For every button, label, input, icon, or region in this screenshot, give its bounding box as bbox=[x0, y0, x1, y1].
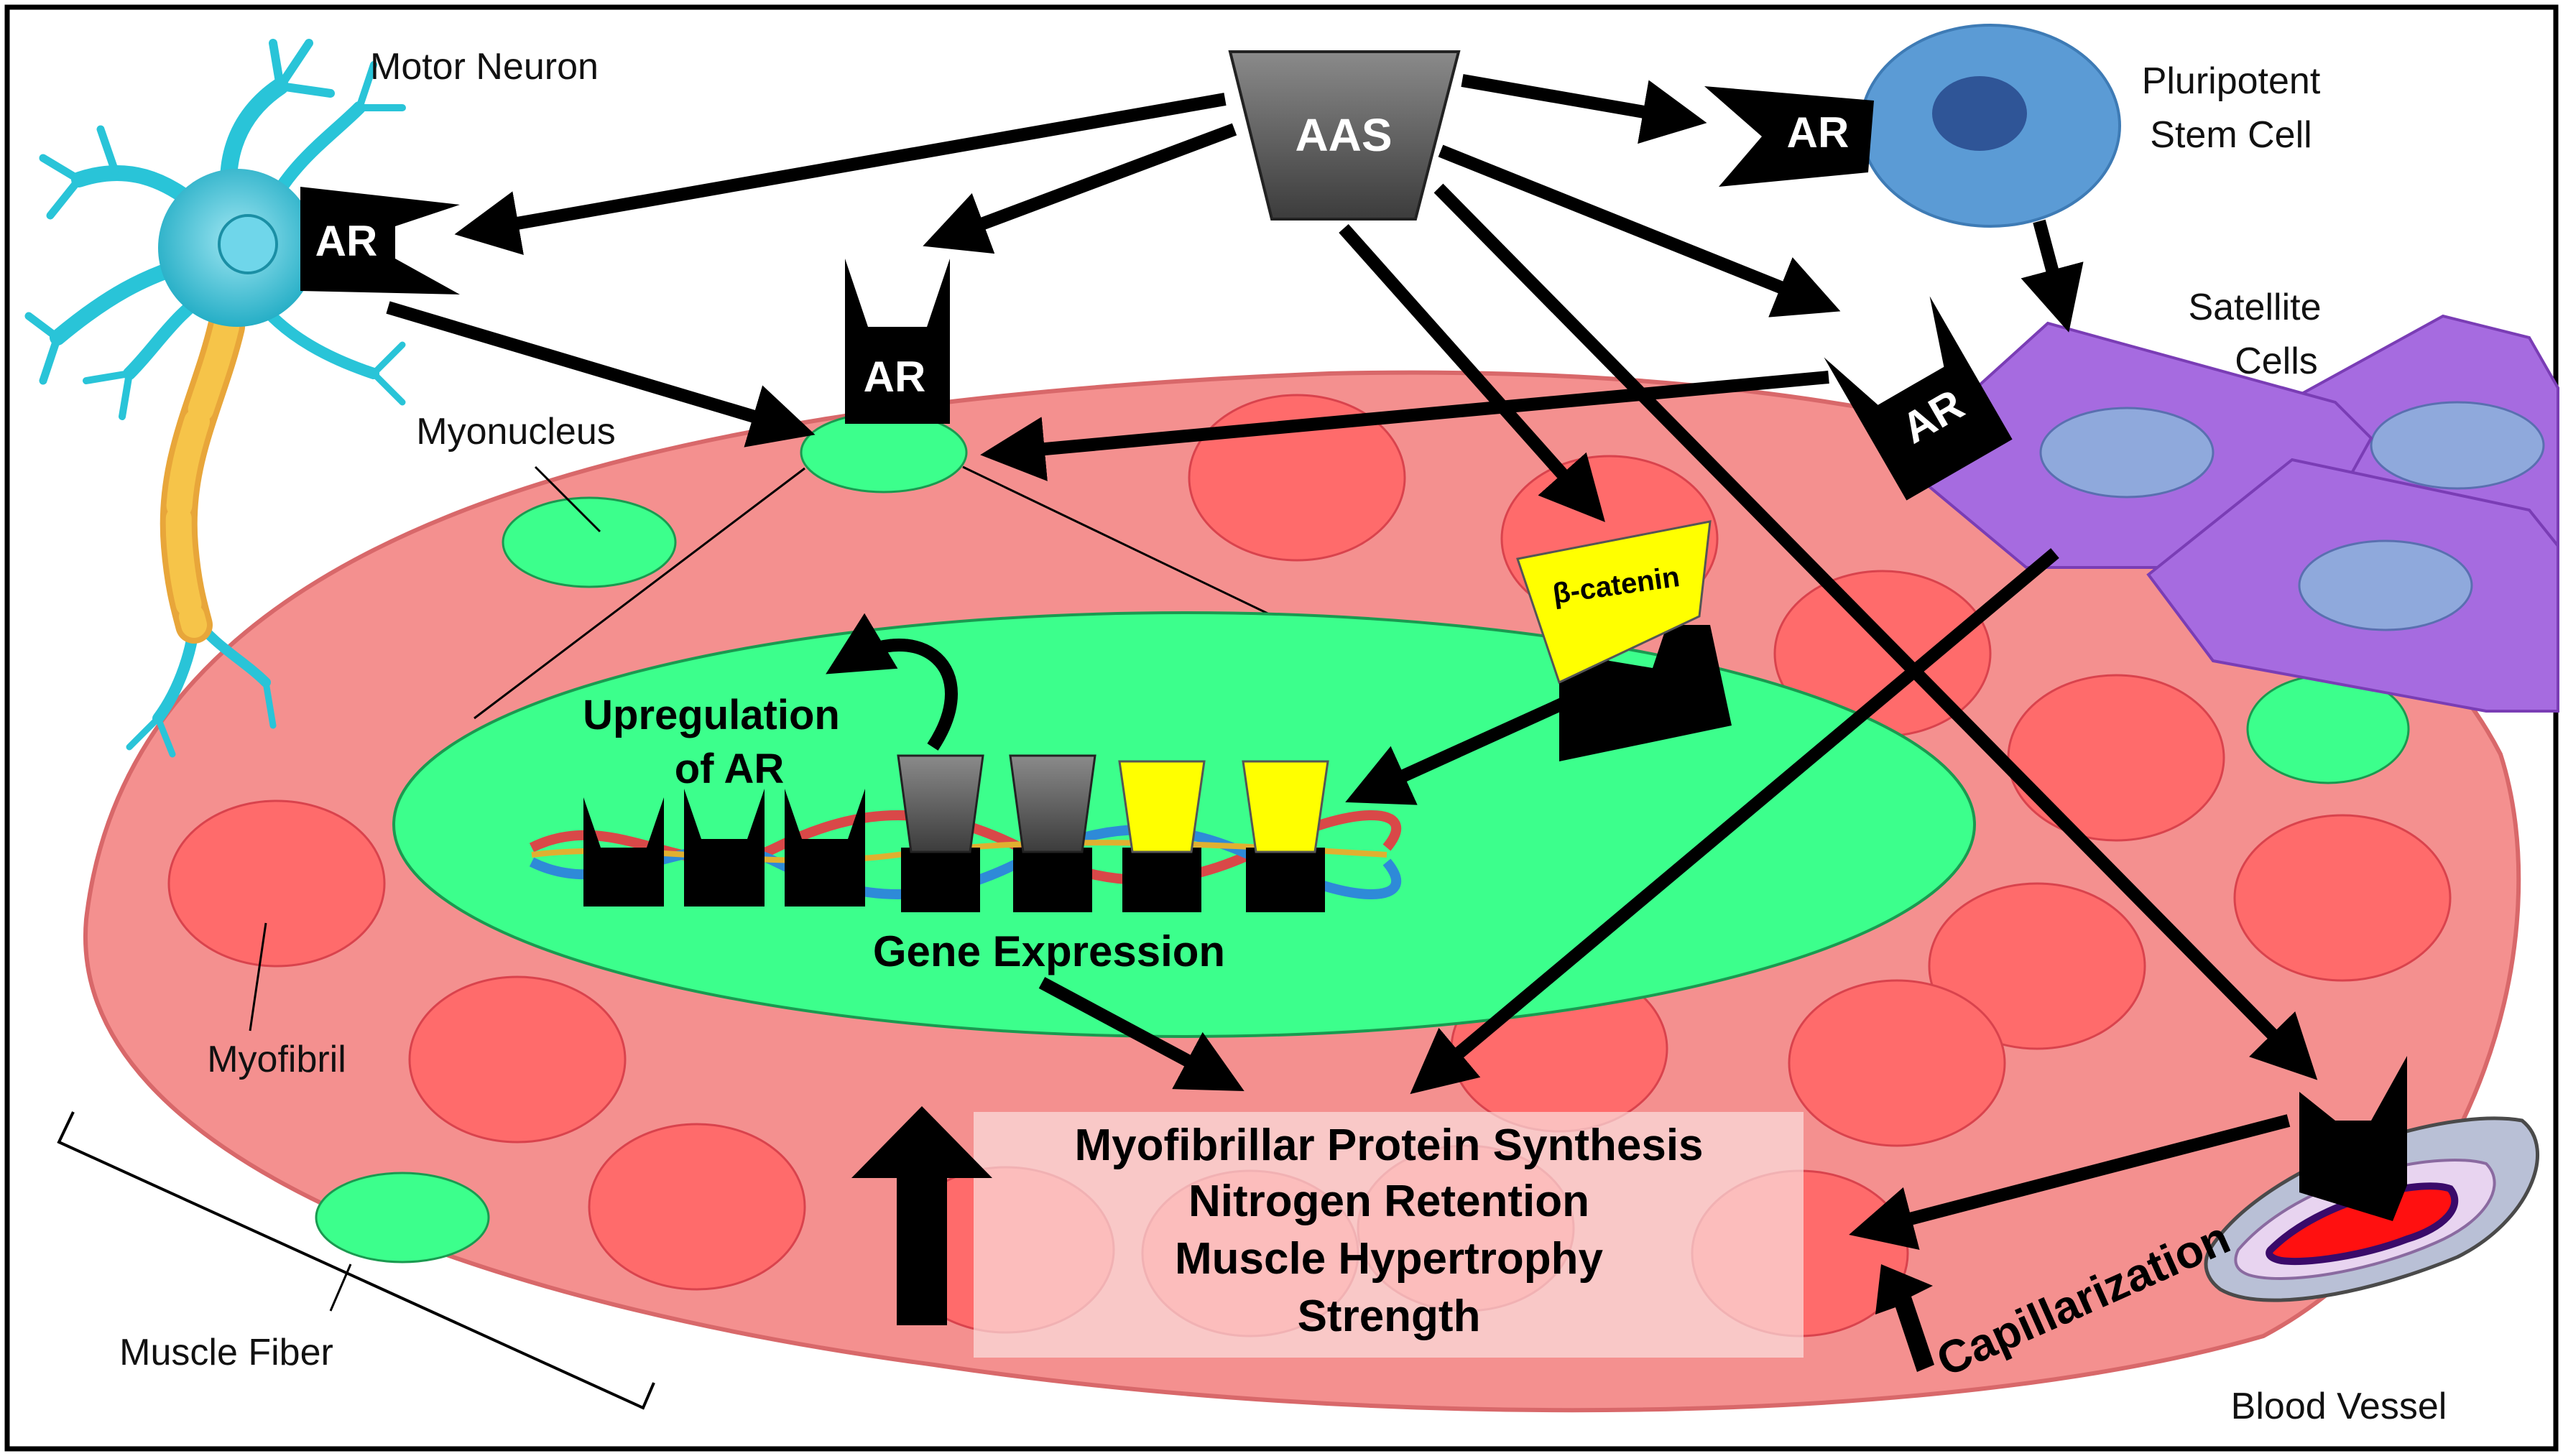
arrow-satellite-to-outcomes bbox=[1410, 548, 2059, 1095]
bound-beta-catenin bbox=[1118, 760, 1206, 853]
motor-neuron-label: Motor Neuron bbox=[370, 46, 599, 88]
satellite-cells-label: Satellite bbox=[2189, 287, 2322, 328]
ar-receptor-label: AR bbox=[315, 217, 378, 265]
muscle-fiber-leader bbox=[329, 1263, 352, 1312]
satellite-cells-label: Cells bbox=[2235, 340, 2318, 382]
aas-ligand bbox=[1228, 50, 1461, 221]
outcome-item: Strength bbox=[1298, 1292, 1481, 1341]
capillarization-up-arrow bbox=[1875, 1264, 1934, 1372]
arrow-beta-catenin-to-gene bbox=[1345, 694, 1573, 805]
arrow-aas-to-neuron-ar bbox=[454, 93, 1227, 255]
ar-receptor-myonucleus bbox=[845, 259, 950, 424]
arrow-neuron-to-myonucleus bbox=[386, 301, 816, 448]
myofibril bbox=[2233, 814, 2452, 982]
myonucleus bbox=[315, 1172, 490, 1263]
outcome-item: Nitrogen Retention bbox=[1188, 1177, 1589, 1226]
aas-label: AAS bbox=[1295, 109, 1392, 161]
ar-receptor-stem-cell bbox=[1704, 86, 1874, 187]
ar-receptor-label: AR bbox=[1787, 108, 1849, 157]
arrow-aas-to-beta-catenin bbox=[1339, 224, 1605, 522]
pluripotent-label: Pluripotent bbox=[2142, 60, 2321, 102]
gene-bound-receptors bbox=[583, 754, 1329, 912]
upregulation-arrow bbox=[826, 613, 958, 751]
myonucleus bbox=[502, 496, 677, 588]
ar-receptor-shape bbox=[785, 789, 865, 906]
myofibril-leader bbox=[249, 922, 267, 1031]
ar-receptor-blood-vessel bbox=[2299, 1056, 2407, 1221]
myofibril bbox=[588, 1123, 806, 1291]
ar-receptor-shape bbox=[1122, 848, 1201, 912]
ar-receptor-label: AR bbox=[864, 353, 926, 401]
ar-receptor-satellite bbox=[1824, 296, 2013, 501]
signal-arrows bbox=[386, 74, 2318, 1250]
myofibril bbox=[408, 975, 627, 1144]
upregulation-label: of AR bbox=[675, 746, 784, 792]
arrow-stem-to-satellite bbox=[2021, 219, 2084, 333]
muscle-fiber-bracket bbox=[57, 1111, 655, 1410]
arrow-aas-to-vessel-ar bbox=[1433, 183, 2318, 1080]
myonucleus-label: Myonucleus bbox=[416, 411, 615, 453]
blood-vessel-label: Blood Vessel bbox=[2231, 1386, 2447, 1427]
gene-expression-label: Gene Expression bbox=[873, 927, 1225, 975]
arrow-satellite-to-myonucleus bbox=[980, 371, 1829, 481]
bound-beta-catenin bbox=[1242, 760, 1329, 853]
increase-arrow bbox=[851, 1106, 992, 1325]
arrow-gene-to-outcomes bbox=[1038, 977, 1244, 1092]
outcomes-box bbox=[974, 1112, 1804, 1358]
arrow-vessel-to-outcomes bbox=[1849, 1114, 2291, 1250]
myofibril bbox=[2007, 674, 2225, 842]
pluripotent-label: Stem Cell bbox=[2150, 114, 2312, 156]
bound-aas-ligand bbox=[897, 754, 984, 853]
motor-neuron bbox=[24, 39, 406, 758]
arrow-aas-to-satellite-ar bbox=[1438, 144, 1841, 317]
zoom-line bbox=[474, 467, 805, 720]
outcome-item: Myofibrillar Protein Synthesis bbox=[1074, 1121, 1703, 1170]
myonucleus-target bbox=[800, 412, 968, 493]
ar-receptor-neuron bbox=[300, 187, 460, 295]
neuron-nucleus bbox=[218, 214, 278, 274]
outcome-item: Muscle Hypertrophy bbox=[1175, 1234, 1604, 1284]
myofibril bbox=[1928, 882, 2146, 1050]
arrow-aas-to-myonucleus-ar bbox=[923, 123, 1237, 254]
stem-cell-nucleus bbox=[1932, 76, 2027, 151]
myofibril bbox=[1788, 979, 2006, 1147]
bound-aas-ligand bbox=[1009, 754, 1096, 853]
ar-receptor-shape bbox=[583, 797, 664, 906]
ar-receptor-shape bbox=[684, 789, 765, 906]
ar-receptor-shape bbox=[1246, 848, 1325, 912]
myonucleus-leader bbox=[534, 465, 601, 533]
satellite-cells bbox=[1894, 314, 2559, 713]
ar-receptor-shape bbox=[1013, 848, 1092, 912]
ar-receptor-shape bbox=[901, 848, 980, 912]
myofibril bbox=[167, 799, 386, 968]
muscle-fiber-label: Muscle Fiber bbox=[119, 1332, 333, 1373]
arrow-aas-to-stem-cell-ar bbox=[1461, 74, 1707, 144]
beta-catenin bbox=[1516, 520, 1712, 685]
myofibril-label: Myofibril bbox=[207, 1039, 346, 1080]
upregulation-label: Upregulation bbox=[583, 692, 840, 738]
